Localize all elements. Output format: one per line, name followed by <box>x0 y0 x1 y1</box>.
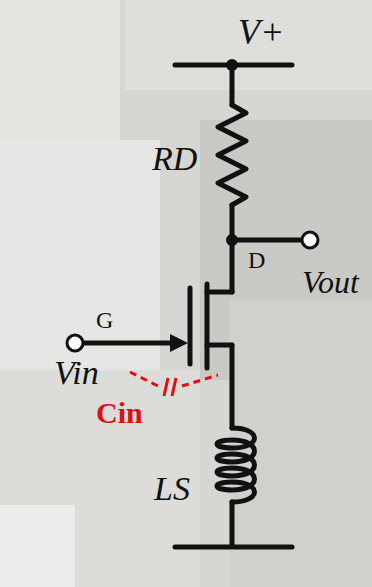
ground-bar <box>175 545 292 550</box>
wire <box>232 238 302 243</box>
capacitor-plate <box>172 378 176 396</box>
photo-patch <box>125 0 372 90</box>
signal-label: Vout <box>302 266 359 298</box>
resistor-label: RD <box>152 142 197 176</box>
capacitor-lead <box>130 372 158 386</box>
capacitor-plate <box>164 378 168 396</box>
photo-patch <box>0 370 200 587</box>
junction-dot <box>226 234 238 246</box>
wire <box>230 345 235 428</box>
supply-label: V+ <box>238 14 284 50</box>
transistor-gate <box>188 288 193 364</box>
capacitor-label: Cin <box>96 398 143 428</box>
transistor-channel <box>205 284 210 368</box>
signal-label: Vin <box>54 356 99 390</box>
photo-patch <box>0 0 120 140</box>
inductor-label: LS <box>154 472 190 506</box>
gate-wire <box>82 341 172 346</box>
capacitor-lead <box>182 375 218 386</box>
pin-label: D <box>248 248 265 272</box>
input-terminal <box>67 335 83 351</box>
gate-arrowhead <box>170 334 188 352</box>
pin-label: G <box>96 308 113 332</box>
resistor-symbol <box>218 105 246 205</box>
wire <box>230 205 235 292</box>
photo-patch <box>0 505 75 587</box>
junction-dot <box>226 59 238 71</box>
wire <box>207 290 232 295</box>
output-terminal <box>302 232 318 248</box>
inductor-symbol <box>217 428 255 502</box>
wire <box>230 502 235 545</box>
wire <box>207 343 232 348</box>
photo-patch <box>0 140 160 370</box>
